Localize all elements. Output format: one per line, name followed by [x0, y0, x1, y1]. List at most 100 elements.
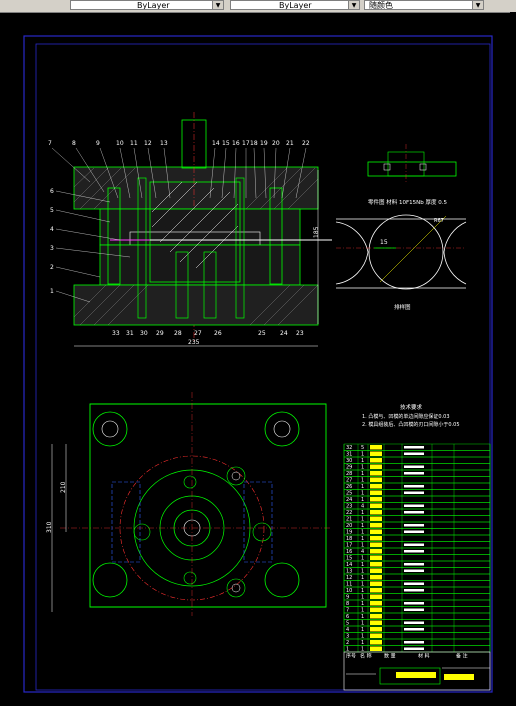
svg-text:5: 5	[50, 207, 54, 214]
svg-text:30: 30	[140, 330, 148, 337]
layer-dropdown-value: ByLayer	[137, 1, 170, 10]
bom-row-qty: 1	[361, 556, 364, 562]
bom-row-name-fill	[370, 510, 382, 515]
bom-row-material	[404, 446, 424, 449]
bom-row-name-fill	[370, 529, 382, 534]
bom-row	[343, 612, 491, 620]
chevron-down-icon[interactable]: ▼	[212, 1, 223, 9]
bom-row-material	[404, 530, 424, 533]
bom-row-name-fill	[370, 646, 382, 651]
bom-row-material	[404, 485, 424, 488]
bom-row	[343, 554, 491, 562]
bom-row-name-fill	[370, 620, 382, 625]
bom-row-name-fill	[370, 549, 382, 554]
svg-text:3: 3	[50, 245, 54, 252]
layout-caption: 排样图	[394, 303, 411, 311]
bom-row-name-fill	[370, 497, 382, 502]
bom-row-material	[404, 524, 424, 527]
svg-text:6: 6	[50, 188, 54, 195]
bom-row-material	[404, 504, 424, 507]
bom-row-name-fill	[370, 503, 382, 508]
title-block	[343, 651, 491, 691]
bom-row-material	[404, 472, 424, 475]
bom-row-name-fill	[370, 640, 382, 645]
bom-row-material	[404, 491, 424, 494]
bom-row-number: 5	[346, 621, 349, 627]
bom-row-name-fill	[370, 562, 382, 567]
layer-dropdown[interactable]: ByLayer ▼	[70, 0, 224, 10]
plan-view: 310 210	[46, 392, 330, 616]
side-dim: 185	[313, 226, 320, 238]
bom-row-number: 1	[346, 647, 349, 653]
bom-row	[343, 495, 491, 503]
svg-text:10: 10	[116, 140, 124, 147]
bom-row-qty: 1	[361, 458, 364, 464]
chevron-down-icon[interactable]: ▼	[472, 1, 483, 9]
bom-row-material	[404, 465, 424, 468]
bom-row-qty: 1	[361, 517, 364, 523]
svg-text:21: 21	[286, 140, 294, 147]
svg-text:23: 23	[296, 330, 304, 337]
tech-requirements: 技术要求 1. 凸模与、凹模的单边间隙应保证0.03 2. 模具组装后、凸凹模的…	[362, 403, 460, 428]
bom-row-qty: 1	[361, 484, 364, 490]
bom-row-material	[404, 602, 424, 605]
bom-row-number: 23	[346, 504, 352, 510]
bom-row-material	[404, 452, 424, 455]
bom-row-qty: 1	[361, 491, 364, 497]
left-leader-lines	[55, 190, 131, 303]
bom-row-material	[404, 569, 424, 572]
bom-row-name-fill	[370, 601, 382, 606]
bom-row-name-fill	[370, 594, 382, 599]
bom-row-number: 18	[346, 536, 352, 542]
svg-text:19: 19	[260, 140, 268, 147]
bom-row-material	[404, 621, 424, 624]
bom-header-cell: 数 量	[384, 653, 396, 660]
bom-row-number: 29	[346, 465, 352, 471]
bom-row-name-fill	[370, 607, 382, 612]
plan-dim-1: 310	[46, 521, 53, 533]
bom-row-number: 15	[346, 556, 352, 562]
bom-row-qty: 1	[361, 478, 364, 484]
svg-text:11: 11	[130, 140, 138, 147]
svg-text:29: 29	[156, 330, 164, 337]
bom-row-material	[404, 543, 424, 546]
outer-frame	[23, 35, 493, 693]
chevron-down-icon[interactable]: ▼	[348, 1, 359, 9]
svg-text:12: 12	[144, 140, 152, 147]
bom-row-qty: 1	[361, 575, 364, 581]
bom-row-qty: 1	[361, 452, 364, 458]
bom-row	[343, 593, 491, 601]
bom-row-number: 22	[346, 510, 352, 516]
bom-row-material	[404, 589, 424, 592]
bom-row-material	[404, 550, 424, 553]
svg-text:2. 模具组装后、凸凹模的刃口间隙小于0.05: 2. 模具组装后、凸凹模的刃口间隙小于0.05	[362, 421, 460, 428]
bom-row-qty: 1	[361, 569, 364, 575]
bom-row-name-fill	[370, 464, 382, 469]
top-part-labels: 7 8 9 10 11 12 13 14 15 16 17 18 19 20 2…	[48, 140, 310, 147]
bom-row-qty: 1	[361, 530, 364, 536]
svg-text:8: 8	[72, 140, 76, 147]
bom-row-qty: 1	[361, 536, 364, 542]
part-caption: 零件图 材料 10F15Nb 厚度 0.5	[368, 198, 448, 206]
bom-row-qty: 1	[361, 614, 364, 620]
bom-row-number: 13	[346, 569, 352, 575]
bom-row-number: 11	[346, 582, 352, 588]
svg-text:14: 14	[212, 140, 220, 147]
linetype-dropdown[interactable]: ByLayer ▼	[230, 0, 360, 10]
bom-row-material	[404, 641, 424, 644]
strip-layout: 15 R67 排样图	[335, 214, 467, 311]
bom-row-material	[404, 511, 424, 514]
bom-row-name-fill	[370, 516, 382, 521]
drawing-canvas[interactable]: 235 185 7 8 9 10 11 12 13 14 15 16 17 18…	[0, 12, 516, 706]
svg-text:22: 22	[302, 140, 310, 147]
bom-row-name-fill	[370, 490, 382, 495]
bom-row-number: 17	[346, 543, 352, 549]
bom-row-material	[404, 647, 424, 650]
bom-row-number: 24	[346, 497, 352, 503]
bom-row-qty: 4	[361, 504, 364, 510]
bom-row	[343, 456, 491, 464]
inner-frame	[35, 43, 491, 691]
bom-row-name-fill	[370, 581, 382, 586]
vertical-scrollbar[interactable]	[510, 12, 516, 706]
color-dropdown[interactable]: 随颜色 ▼	[364, 0, 484, 10]
